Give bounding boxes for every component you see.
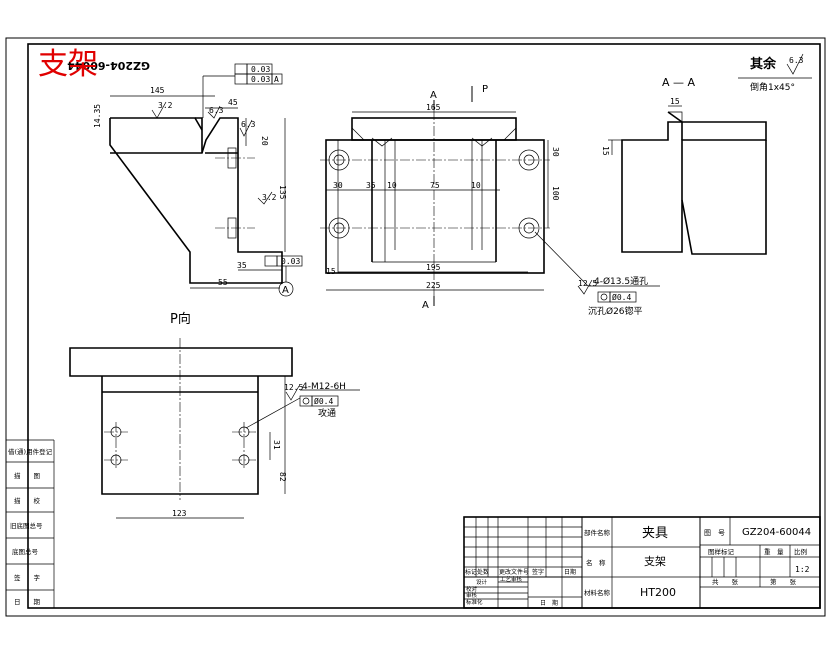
dim-14-35: 14.35 xyxy=(93,104,102,128)
p-view: P向 123 31 82 12.5 4-M12-6H Ø0.4 攻通 xyxy=(69,311,360,519)
surface-note-label: 其余 xyxy=(750,56,777,72)
section-view: 15 15 xyxy=(601,97,767,255)
mirrored-code-text: GZ204-60044 xyxy=(67,59,150,72)
mirrored-code: GZ204-60044 xyxy=(67,59,150,72)
tb-part-name: 夹具 xyxy=(642,526,668,541)
tb-scale: 1:2 xyxy=(795,565,810,574)
section-label: A — A xyxy=(662,76,696,89)
tb-designer: 设计 xyxy=(476,578,488,586)
dim-15-front: 15 xyxy=(326,267,336,276)
dim-10b: 10 xyxy=(471,181,481,190)
rev-h-date: 日期 xyxy=(564,568,576,576)
tb-name-label: 名 称 xyxy=(586,558,606,567)
rough-left-2: 6.3 xyxy=(209,106,224,115)
dim-15-section-a: 15 xyxy=(670,97,680,106)
dim-82: 82 xyxy=(278,472,287,482)
tb-name: 支架 xyxy=(644,555,666,568)
red-stamp-text: 支架 xyxy=(38,47,98,82)
strip-check: 描 校 xyxy=(14,496,41,505)
strip-tracing: 描 图 xyxy=(14,471,40,480)
roughness-symbol xyxy=(786,53,804,75)
section-mark-top: A xyxy=(430,90,437,101)
tol-flat-2: 0.03 xyxy=(281,257,300,266)
rev-h-sign: 签字 xyxy=(532,568,544,576)
counterbore-note: 沉孔Ø26锪平 xyxy=(588,305,643,317)
rough-left-3: 6.3 xyxy=(241,120,256,129)
tb-sheets-label: 共 张 xyxy=(712,577,739,586)
rev-h-doc: 更改文件号 xyxy=(499,568,529,576)
dim-195: 195 xyxy=(426,263,441,272)
dim-135: 135 xyxy=(278,185,287,200)
rough-left-1: 3.2 xyxy=(158,101,173,110)
chamfer-note: 倒角1x45° xyxy=(750,81,795,93)
rev-h-count: 处数 xyxy=(477,568,489,576)
tb-part-label: 部件名称 xyxy=(584,528,611,537)
front-view: A A P 165 30 35 10 75 10 30 10 xyxy=(320,84,660,317)
tb-date-label: 日 期 xyxy=(540,599,558,607)
dim-30a: 30 xyxy=(333,181,343,190)
dim-225: 225 xyxy=(426,281,441,290)
outer-border xyxy=(5,37,826,617)
rough-left-4: 3.2 xyxy=(262,193,277,202)
dim-75: 75 xyxy=(430,181,440,190)
dim-35b: 35 xyxy=(366,181,376,190)
dim-31: 31 xyxy=(272,440,281,450)
tol-perp-1: 0.03 xyxy=(251,75,270,84)
hole-note: 4-Ø13.5通孔 xyxy=(594,276,648,287)
p-view-label: P向 xyxy=(170,311,191,327)
section-mark-bottom: A xyxy=(422,300,429,311)
tb-drawing-no: GZ204-60044 xyxy=(742,527,811,538)
title-block: 标记 处数 更改文件号 签字 日期 设计 校对 审核 标准化 工艺审核 日 期 … xyxy=(463,516,821,609)
tol-perp-ref: A xyxy=(274,75,279,84)
tb-sheet-label: 第 张 xyxy=(770,577,797,586)
dim-15-section-b: 15 xyxy=(601,146,610,156)
dim-10a: 10 xyxy=(387,181,397,190)
left-view: 145 45 20 135 35 55 14.35 3.2 6.3 6.3 3.… xyxy=(93,63,303,297)
tb-stage-label: 图样标记 xyxy=(708,547,735,556)
left-strip: 借(通)用件登记 描 图 描 校 旧底图总号 底图总号 签 字 日 期 xyxy=(6,439,55,608)
tb-drawing-label: 图 号 xyxy=(704,529,725,537)
surface-note-roughness: 6.3 xyxy=(789,56,804,65)
datum-a-label: A xyxy=(282,285,289,296)
tb-scale-label: 比例 xyxy=(794,547,807,556)
thread-roughness: 12.5 xyxy=(284,383,303,392)
dim-123: 123 xyxy=(172,509,187,518)
thread-position-tol: Ø0.4 xyxy=(314,396,333,406)
strip-date: 日 期 xyxy=(14,598,41,606)
thread-note: 4-M12-6H xyxy=(302,382,346,392)
strip-base-no: 底图总号 xyxy=(12,547,39,556)
inner-border xyxy=(27,43,821,609)
tb-weight-label: 重 量 xyxy=(764,548,784,556)
dim-100: 100 xyxy=(551,186,560,201)
tb-material: HT200 xyxy=(640,586,676,599)
strip-sign: 签 字 xyxy=(14,573,41,582)
dim-165: 165 xyxy=(426,103,441,112)
strip-old-no: 旧底图总号 xyxy=(10,521,43,530)
dim-55: 55 xyxy=(218,278,228,287)
tb-reviewer: 审核 xyxy=(466,591,478,599)
dim-35: 35 xyxy=(237,261,247,270)
tb-material-label: 材料名称 xyxy=(584,588,611,597)
dim-45: 45 xyxy=(228,98,238,107)
rev-h-mark: 标记 xyxy=(465,568,477,576)
view-arrow-p: P xyxy=(482,84,488,95)
strip-reg: 借(通)用件登记 xyxy=(8,447,53,456)
hole-roughness: 12.5 xyxy=(578,279,597,288)
thread-depth-note: 攻通 xyxy=(318,407,336,419)
hole-position-tol: Ø0.4 xyxy=(612,292,631,302)
dim-30b: 30 xyxy=(551,147,560,157)
tol-flat-1: 0.03 xyxy=(251,65,270,74)
tb-process: 工艺审核 xyxy=(500,575,523,583)
dim-145: 145 xyxy=(150,86,165,95)
tb-standard: 标准化 xyxy=(466,598,483,606)
dim-20: 20 xyxy=(260,136,269,146)
tb-checker: 校对 xyxy=(466,585,478,593)
